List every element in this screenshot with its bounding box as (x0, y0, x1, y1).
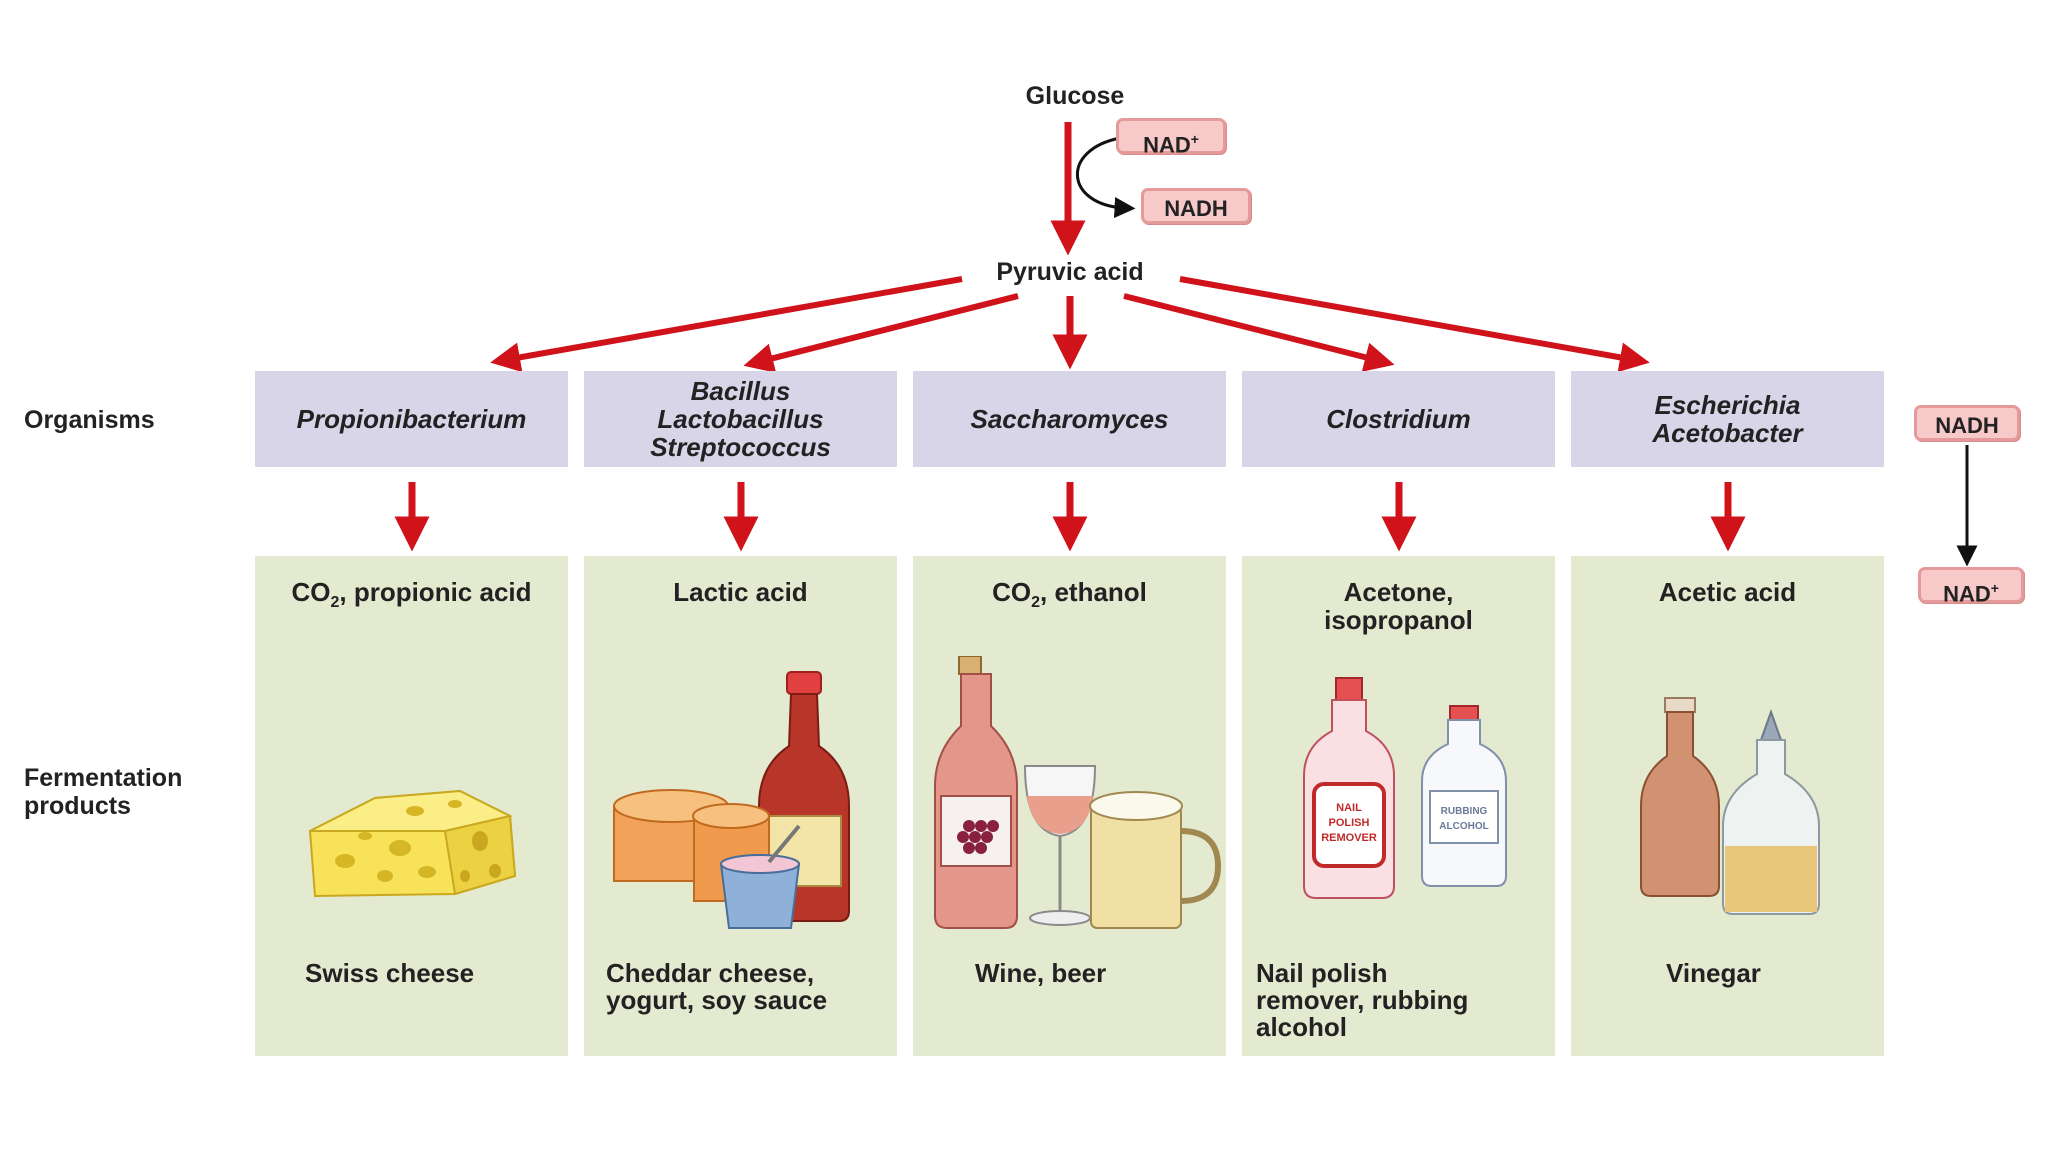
side-nad-plus-badge: NAD+ (1918, 567, 2024, 607)
organisms-row-label: Organisms (24, 406, 155, 434)
product-title: CO2, ethanol (913, 578, 1226, 617)
organism-box-clostridium: Clostridium (1242, 371, 1555, 467)
product-box-acetic: Acetic acid Vinegar (1571, 556, 1884, 1056)
food-text: Vinegar (1666, 960, 1761, 987)
product-title-line: Acetone, (1343, 577, 1454, 607)
nail-polish-label-line: POLISH (1329, 817, 1370, 829)
organism-name: Propionibacterium (296, 404, 527, 434)
product-box-lactic: Lactic acid Cheddar cheese, yogurt, soy … (584, 556, 897, 1056)
nad-plus-superscript: + (1190, 131, 1199, 147)
rubbing-alcohol-label-line: ALCOHOL (1439, 821, 1488, 832)
pyruvic-acid-label: Pyruvic acid (996, 258, 1144, 286)
vinegar-bottles-icon (1640, 697, 1820, 915)
organism-box-saccharomyces: Saccharomyces (913, 371, 1226, 467)
food-text: Swiss cheese (305, 960, 474, 987)
glucose-label: Glucose (1025, 82, 1125, 110)
cheddar-yogurt-soy-sauce-icon (613, 671, 850, 929)
product-title-line: Acetic acid (1658, 577, 1797, 607)
side-nad-plus-text: NAD (1943, 581, 1991, 607)
product-title-line: CO2, ethanol (992, 577, 1147, 612)
organism-name: Saccharomyces (970, 404, 1169, 434)
wine-beer-icon (934, 656, 1222, 929)
nail-polish-label-line: REMOVER (1321, 832, 1377, 844)
food-text: Nail polish remover, rubbing alcohol (1256, 960, 1468, 1041)
product-title-line: CO2, propionic acid (291, 577, 532, 612)
food-line: yogurt, soy sauce (606, 985, 828, 1015)
food-line: Cheddar cheese, (606, 958, 815, 988)
product-title: Acetone, isopropanol (1242, 578, 1555, 634)
organism-name: Bacillus (690, 376, 791, 406)
food-line: Nail polish (1256, 958, 1388, 988)
product-title: Lactic acid (584, 578, 897, 606)
side-nad-plus-superscript: + (1990, 580, 1999, 596)
food-line: Swiss cheese (305, 958, 475, 988)
pyruvate-to-lactic-bacteria-arrow (743, 293, 1019, 373)
nail-polish-label-line: NAIL (1336, 802, 1362, 814)
organism-name: Escherichia (1654, 390, 1801, 420)
food-text: Wine, beer (975, 960, 1106, 987)
product-title-line: isopropanol (1324, 605, 1473, 635)
product-box-acetone: Acetone, isopropanol NAIL POLISH REMOVER… (1242, 556, 1555, 1056)
organism-box-escherichia-acetobacter: Escherichia Acetobacter (1571, 371, 1884, 467)
organism-box-propionibacterium: Propionibacterium (255, 371, 568, 467)
food-line: Vinegar (1666, 958, 1761, 988)
rubbing-alcohol-label-line: RUBBING (1441, 806, 1488, 817)
nad-reduction-curve (1076, 136, 1136, 218)
food-text: Cheddar cheese, yogurt, soy sauce (606, 960, 827, 1014)
side-nadh-badge: NADH (1914, 405, 2020, 441)
organism-name: Streptococcus (650, 432, 831, 462)
product-box-ethanol: CO2, ethanol Wine, beer (913, 556, 1226, 1056)
nad-plus-badge: NAD+ (1116, 118, 1226, 158)
nad-plus-text: NAD (1143, 132, 1191, 158)
nadh-badge: NADH (1141, 188, 1251, 224)
pyruvate-to-propionibacterium-arrow (490, 276, 963, 373)
food-line: Wine, beer (975, 958, 1107, 988)
fermentation-label-line-2: products (24, 792, 131, 820)
fermentation-label-line-1: Fermentation (24, 764, 183, 792)
pyruvate-to-escherichia-arrow (1179, 276, 1650, 373)
organism-name: Clostridium (1326, 404, 1471, 434)
organism-name: Acetobacter (1652, 418, 1803, 448)
food-line: alcohol (1256, 1012, 1348, 1042)
product-title-line: Lactic acid (673, 577, 808, 607)
fermentation-products-row-label: Fermentation products (24, 764, 182, 820)
pyruvate-to-clostridium-arrow (1123, 293, 1395, 372)
product-box-propionic: CO2, propionic acid Swiss cheese (255, 556, 568, 1056)
nail-polish-remover-rubbing-alcohol-icon: NAIL POLISH REMOVER RUBBING ALCOHOL (1303, 677, 1507, 899)
organism-name: Lactobacillus (657, 404, 824, 434)
swiss-cheese-icon (308, 789, 517, 898)
food-line: remover, rubbing (1256, 985, 1469, 1015)
organism-box-lactic-bacteria: Bacillus Lactobacillus Streptococcus (584, 371, 897, 467)
product-title: CO2, propionic acid (255, 578, 568, 617)
product-title: Acetic acid (1571, 578, 1884, 606)
